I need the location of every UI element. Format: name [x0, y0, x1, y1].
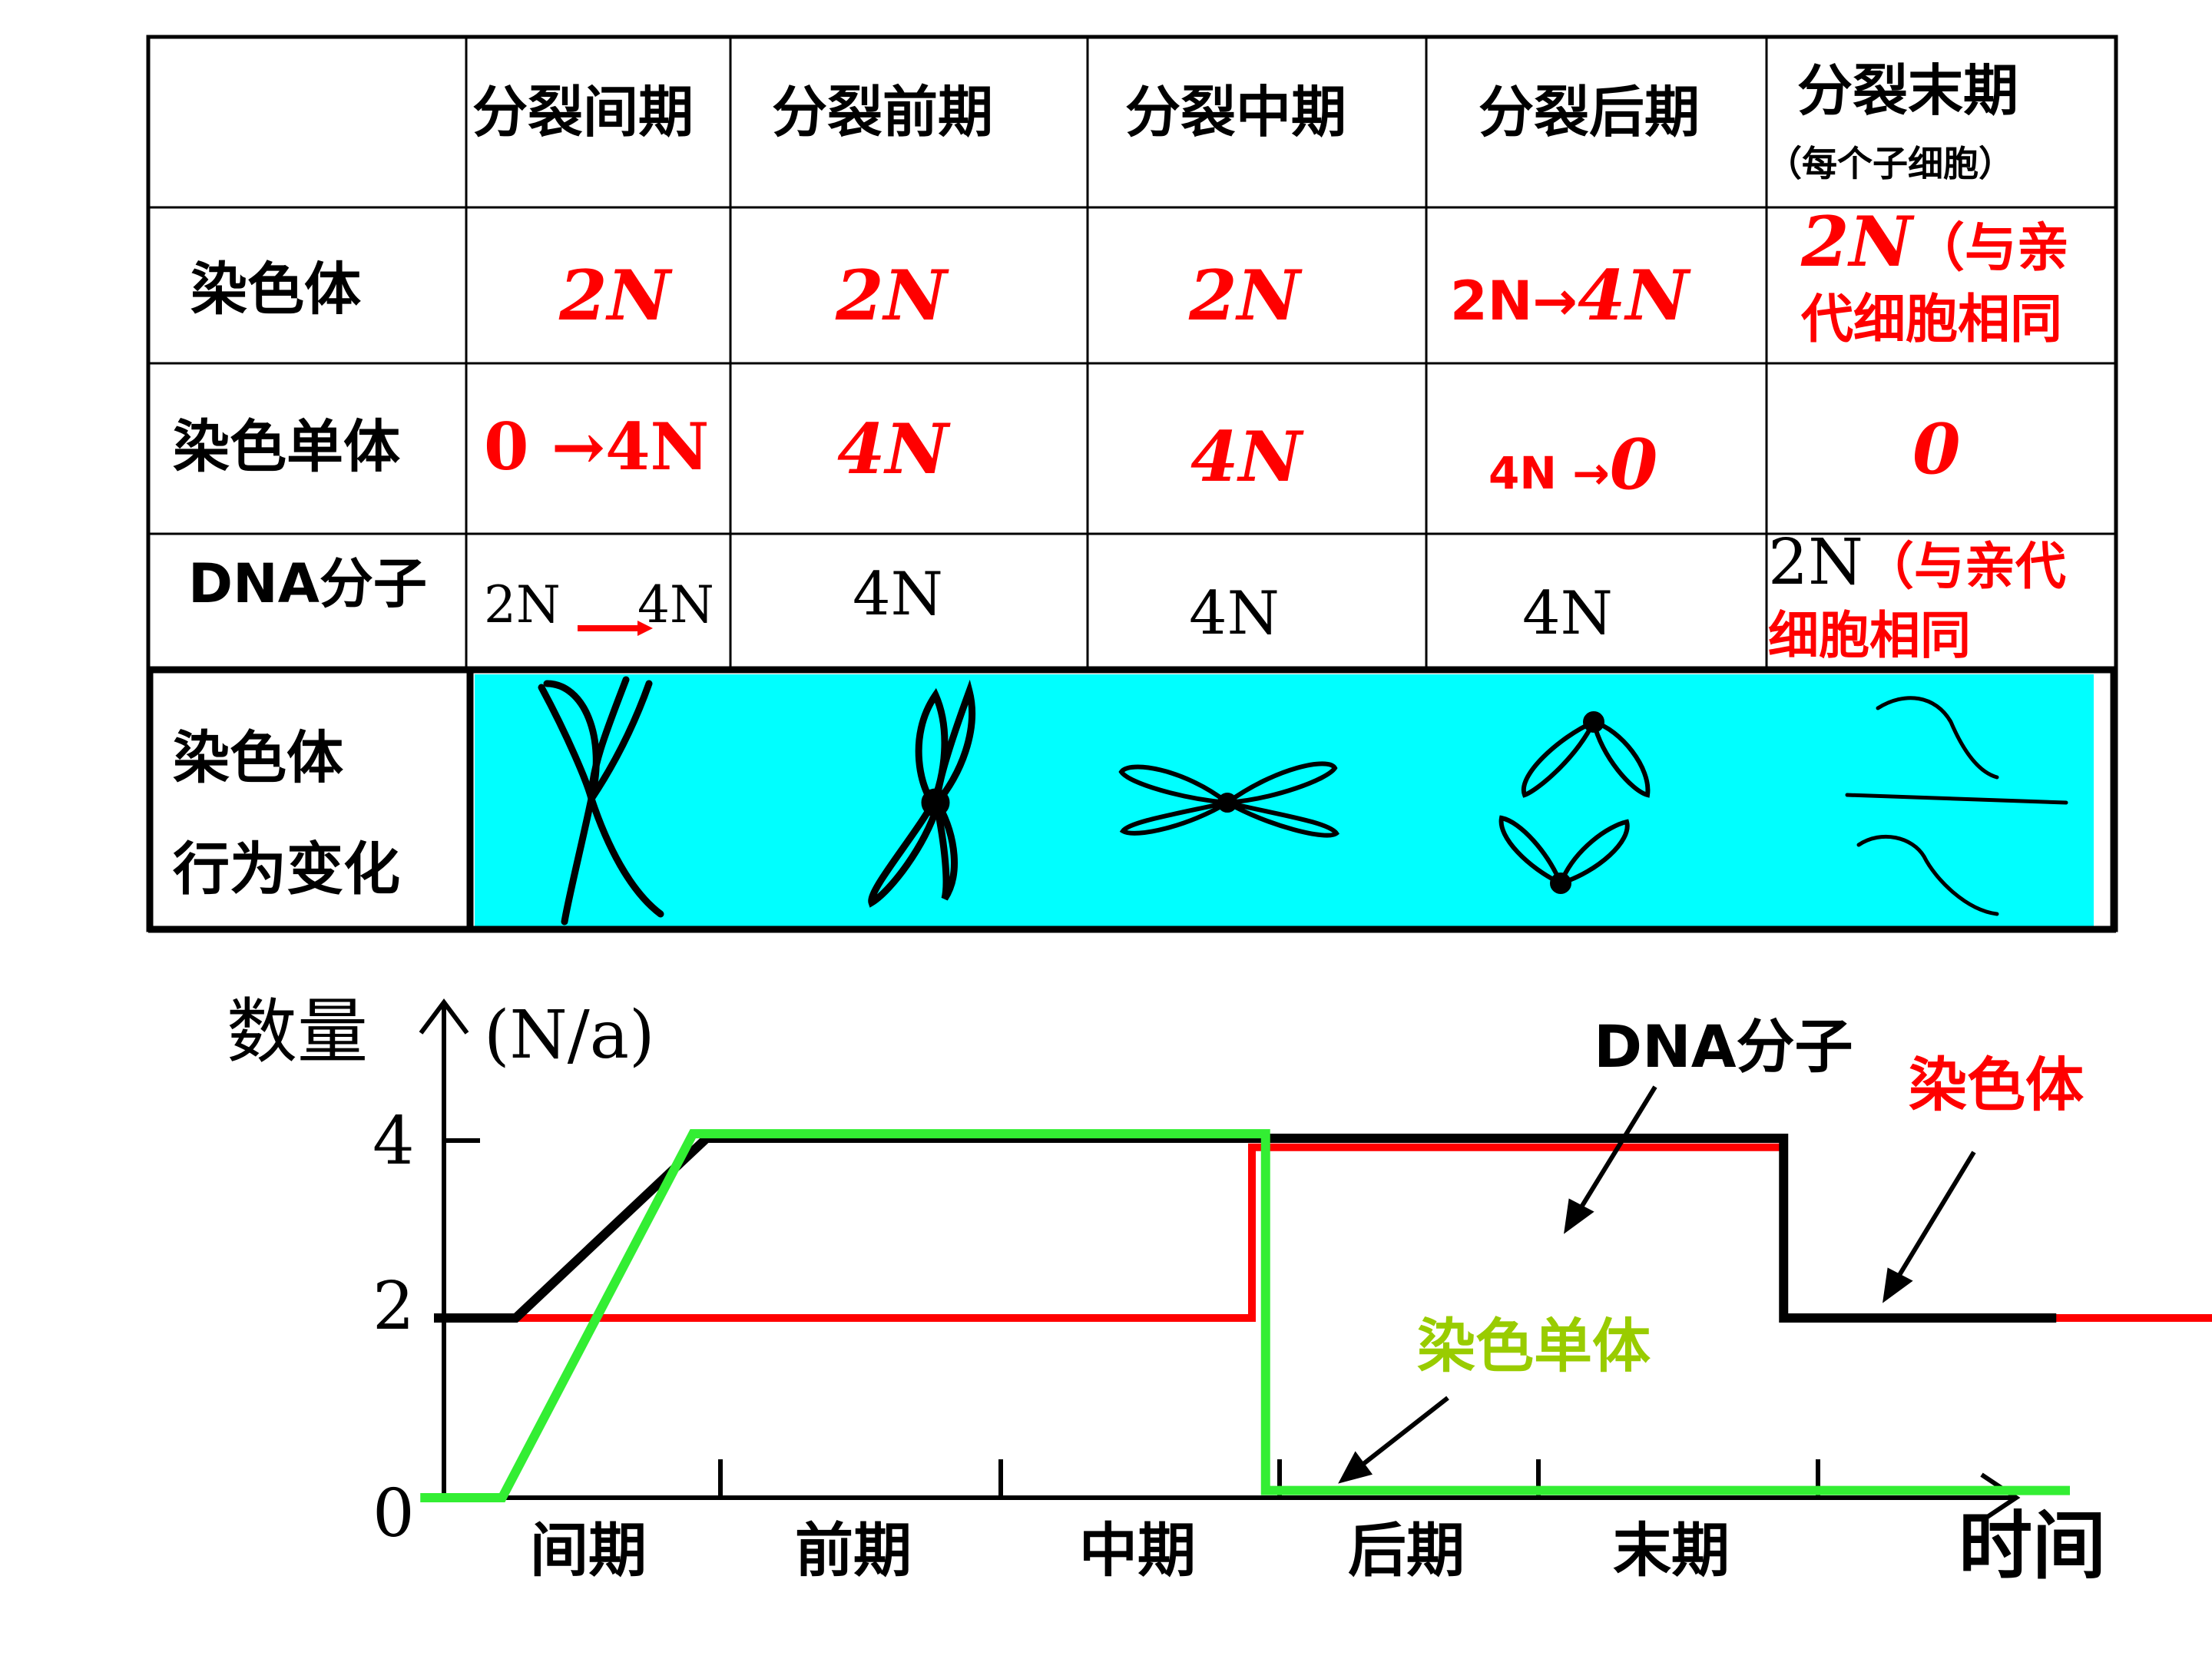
chromosome-interphase: 2N	[559, 255, 671, 336]
header-telophase: 分裂末期	[1797, 58, 2019, 123]
telophase-chromosome-icon	[1845, 696, 2068, 916]
dna-telophase-note: 细胞相同	[1768, 606, 1971, 665]
header-telophase-note: （每个子细胞）	[1767, 143, 2014, 184]
dna-anaphase: 4N	[1522, 579, 1613, 648]
header-metaphase: 分裂中期	[1125, 80, 1347, 144]
chromatid-series-line	[420, 1129, 2070, 1502]
chromosome-anaphase: 2N→4N	[1450, 255, 1689, 336]
chromosome-metaphase: 2N	[1189, 255, 1300, 336]
dna-arrow-icon	[578, 621, 653, 636]
dna-metaphase: 4N	[1189, 579, 1280, 648]
y-axis-unit: (N/a)	[484, 997, 655, 1074]
behavior-row-background	[475, 674, 2094, 928]
legend-chromosome: 染色体	[1909, 1051, 2084, 1119]
legend-dna: DNA分子	[1594, 1012, 1853, 1081]
dna-interphase-end: 4N	[637, 575, 714, 634]
header-prophase: 分裂前期	[772, 80, 994, 144]
y-tick-label: 2	[373, 1268, 415, 1345]
anaphase-chromosome-icon	[1498, 711, 1651, 894]
x-category-label: 末期	[1613, 1516, 1730, 1584]
y-axis-label: 数量	[227, 991, 369, 1073]
y-tick-label: 0	[373, 1475, 415, 1552]
chromatid-telophase: 0	[1912, 409, 1961, 490]
chart-series	[420, 1129, 2212, 1502]
metaphase-chromosome-icon	[1118, 761, 1340, 838]
prophase-chromosome-icon	[868, 679, 975, 908]
y-ticks: 4 2 0	[373, 1103, 480, 1552]
row-label-chromosome: 染色体	[190, 257, 361, 323]
x-category-label: 间期	[530, 1516, 647, 1584]
x-axis-label: 时间	[1959, 1503, 2106, 1589]
legend-chromatid: 染色单体	[1417, 1312, 1651, 1380]
dna-series-line	[434, 1134, 2057, 1323]
dna-interphase-start: 2N	[484, 575, 561, 634]
row-label-behavior-2: 行为变化	[173, 836, 400, 902]
x-category-label: 前期	[795, 1516, 912, 1584]
dna-telophase: 2N（与亲代	[1768, 526, 2066, 599]
table-grid	[146, 35, 2118, 933]
chromosome-prophase: 2N	[836, 255, 947, 336]
y-tick-label: 4	[373, 1103, 415, 1180]
x-ticks: 间期 前期 中期 后期 末期	[530, 1459, 1820, 1584]
chromosome-series-line	[434, 1143, 2212, 1322]
header-interphase: 分裂间期	[472, 80, 694, 144]
row-label-dna: DNA分子	[188, 552, 427, 615]
chromatid-interphase: 0 →4N	[484, 409, 710, 485]
row-label-chromatid: 染色单体	[173, 414, 400, 480]
dna-prophase: 4N	[853, 560, 943, 629]
chart-axes	[419, 998, 2021, 1523]
header-anaphase: 分裂后期	[1479, 80, 1700, 144]
interphase-chromosome-icon	[538, 676, 664, 926]
chromatid-metaphase: 4N	[1190, 416, 1302, 498]
chromatid-prophase: 4N	[837, 409, 949, 490]
chromatid-anaphase: 4N →0	[1488, 424, 1658, 505]
chromosome-telophase-note: 代细胞相同	[1801, 290, 2063, 350]
annotation-arrows	[1338, 1085, 1976, 1484]
x-category-label: 后期	[1348, 1516, 1465, 1584]
row-label-behavior-1: 染色体	[173, 725, 343, 791]
x-category-label: 中期	[1079, 1516, 1196, 1584]
chromosome-telophase: 2N（与亲	[1801, 201, 2069, 283]
